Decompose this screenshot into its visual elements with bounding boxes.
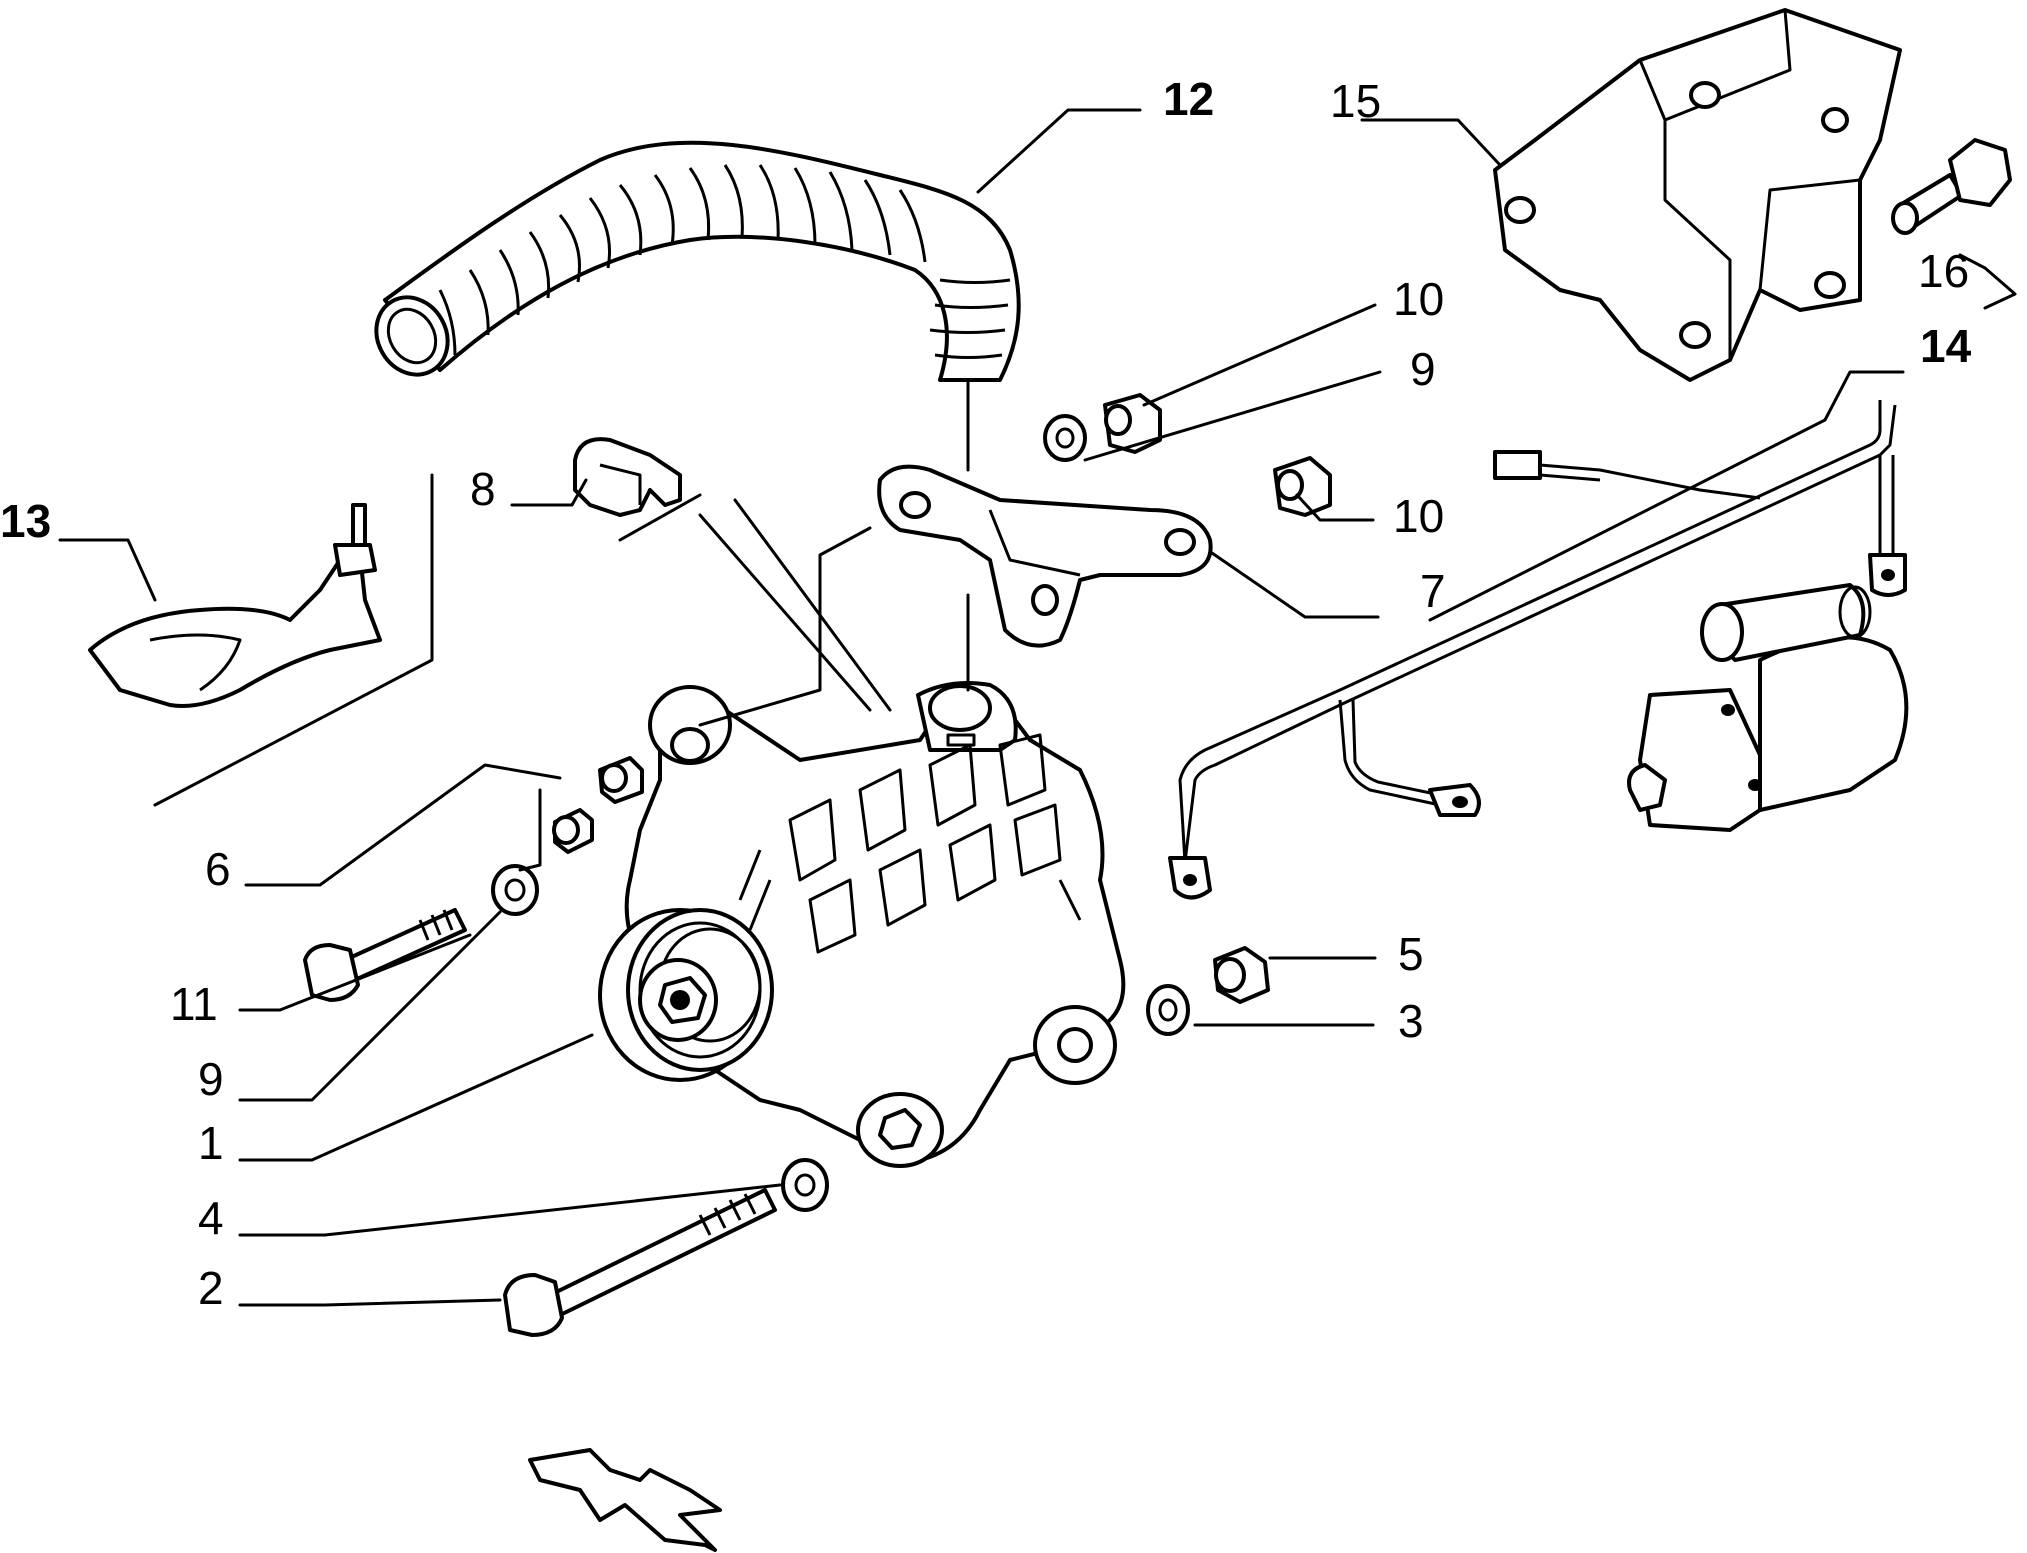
- leader-lines: [58, 108, 2017, 1307]
- callout-9-upper: 9: [1410, 343, 1436, 395]
- callout-13: 13: [0, 495, 51, 547]
- part-11-bolt: [303, 908, 467, 1002]
- callout-10-upper: 10: [1393, 273, 1444, 325]
- callout-labels: 1 2 3 4 5 6 7 8 9 9 10 10 11 12 13 14 15…: [0, 73, 1972, 1314]
- part-8-clip: [573, 437, 682, 517]
- callout-5: 5: [1398, 928, 1424, 980]
- part-9-washer-lower: [491, 864, 539, 916]
- part-1-alternator: [598, 681, 1126, 1168]
- callout-10-lower: 10: [1393, 490, 1444, 542]
- callout-8: 8: [470, 463, 496, 515]
- callout-16: 16: [1918, 245, 1969, 297]
- part-6-bushings: [552, 756, 644, 854]
- part-16-bolt: [1891, 138, 2012, 235]
- part-15-bracket: [1493, 8, 1902, 382]
- part-13-clamp: [88, 503, 382, 708]
- part-10-nut-lower: [1273, 456, 1332, 517]
- part-14-cable-harness: [1168, 400, 1907, 900]
- callout-12: 12: [1163, 73, 1214, 125]
- callout-9-lower: 9: [198, 1053, 224, 1105]
- part-2-bolt: [503, 1188, 777, 1337]
- part-12-corrugated-hose: [374, 140, 1021, 382]
- direction-arrow: [528, 1448, 722, 1552]
- callout-11: 11: [170, 978, 218, 1030]
- part-4-washer: [781, 1158, 829, 1212]
- starter-motor: [1627, 583, 1909, 832]
- callout-6: 6: [205, 843, 231, 895]
- callout-1: 1: [198, 1117, 224, 1169]
- callout-4: 4: [198, 1192, 224, 1244]
- callout-7: 7: [1420, 565, 1446, 617]
- callout-3: 3: [1398, 995, 1424, 1047]
- part-9-washer-upper: [1043, 414, 1087, 462]
- part-7-link: [877, 464, 1213, 648]
- callout-15: 15: [1330, 75, 1381, 127]
- part-5-bushing: [1213, 946, 1270, 1004]
- callout-2: 2: [198, 1262, 224, 1314]
- callout-14: 14: [1920, 320, 1972, 372]
- part-10-nut-upper: [1103, 393, 1162, 454]
- part-3-washer: [1146, 984, 1190, 1036]
